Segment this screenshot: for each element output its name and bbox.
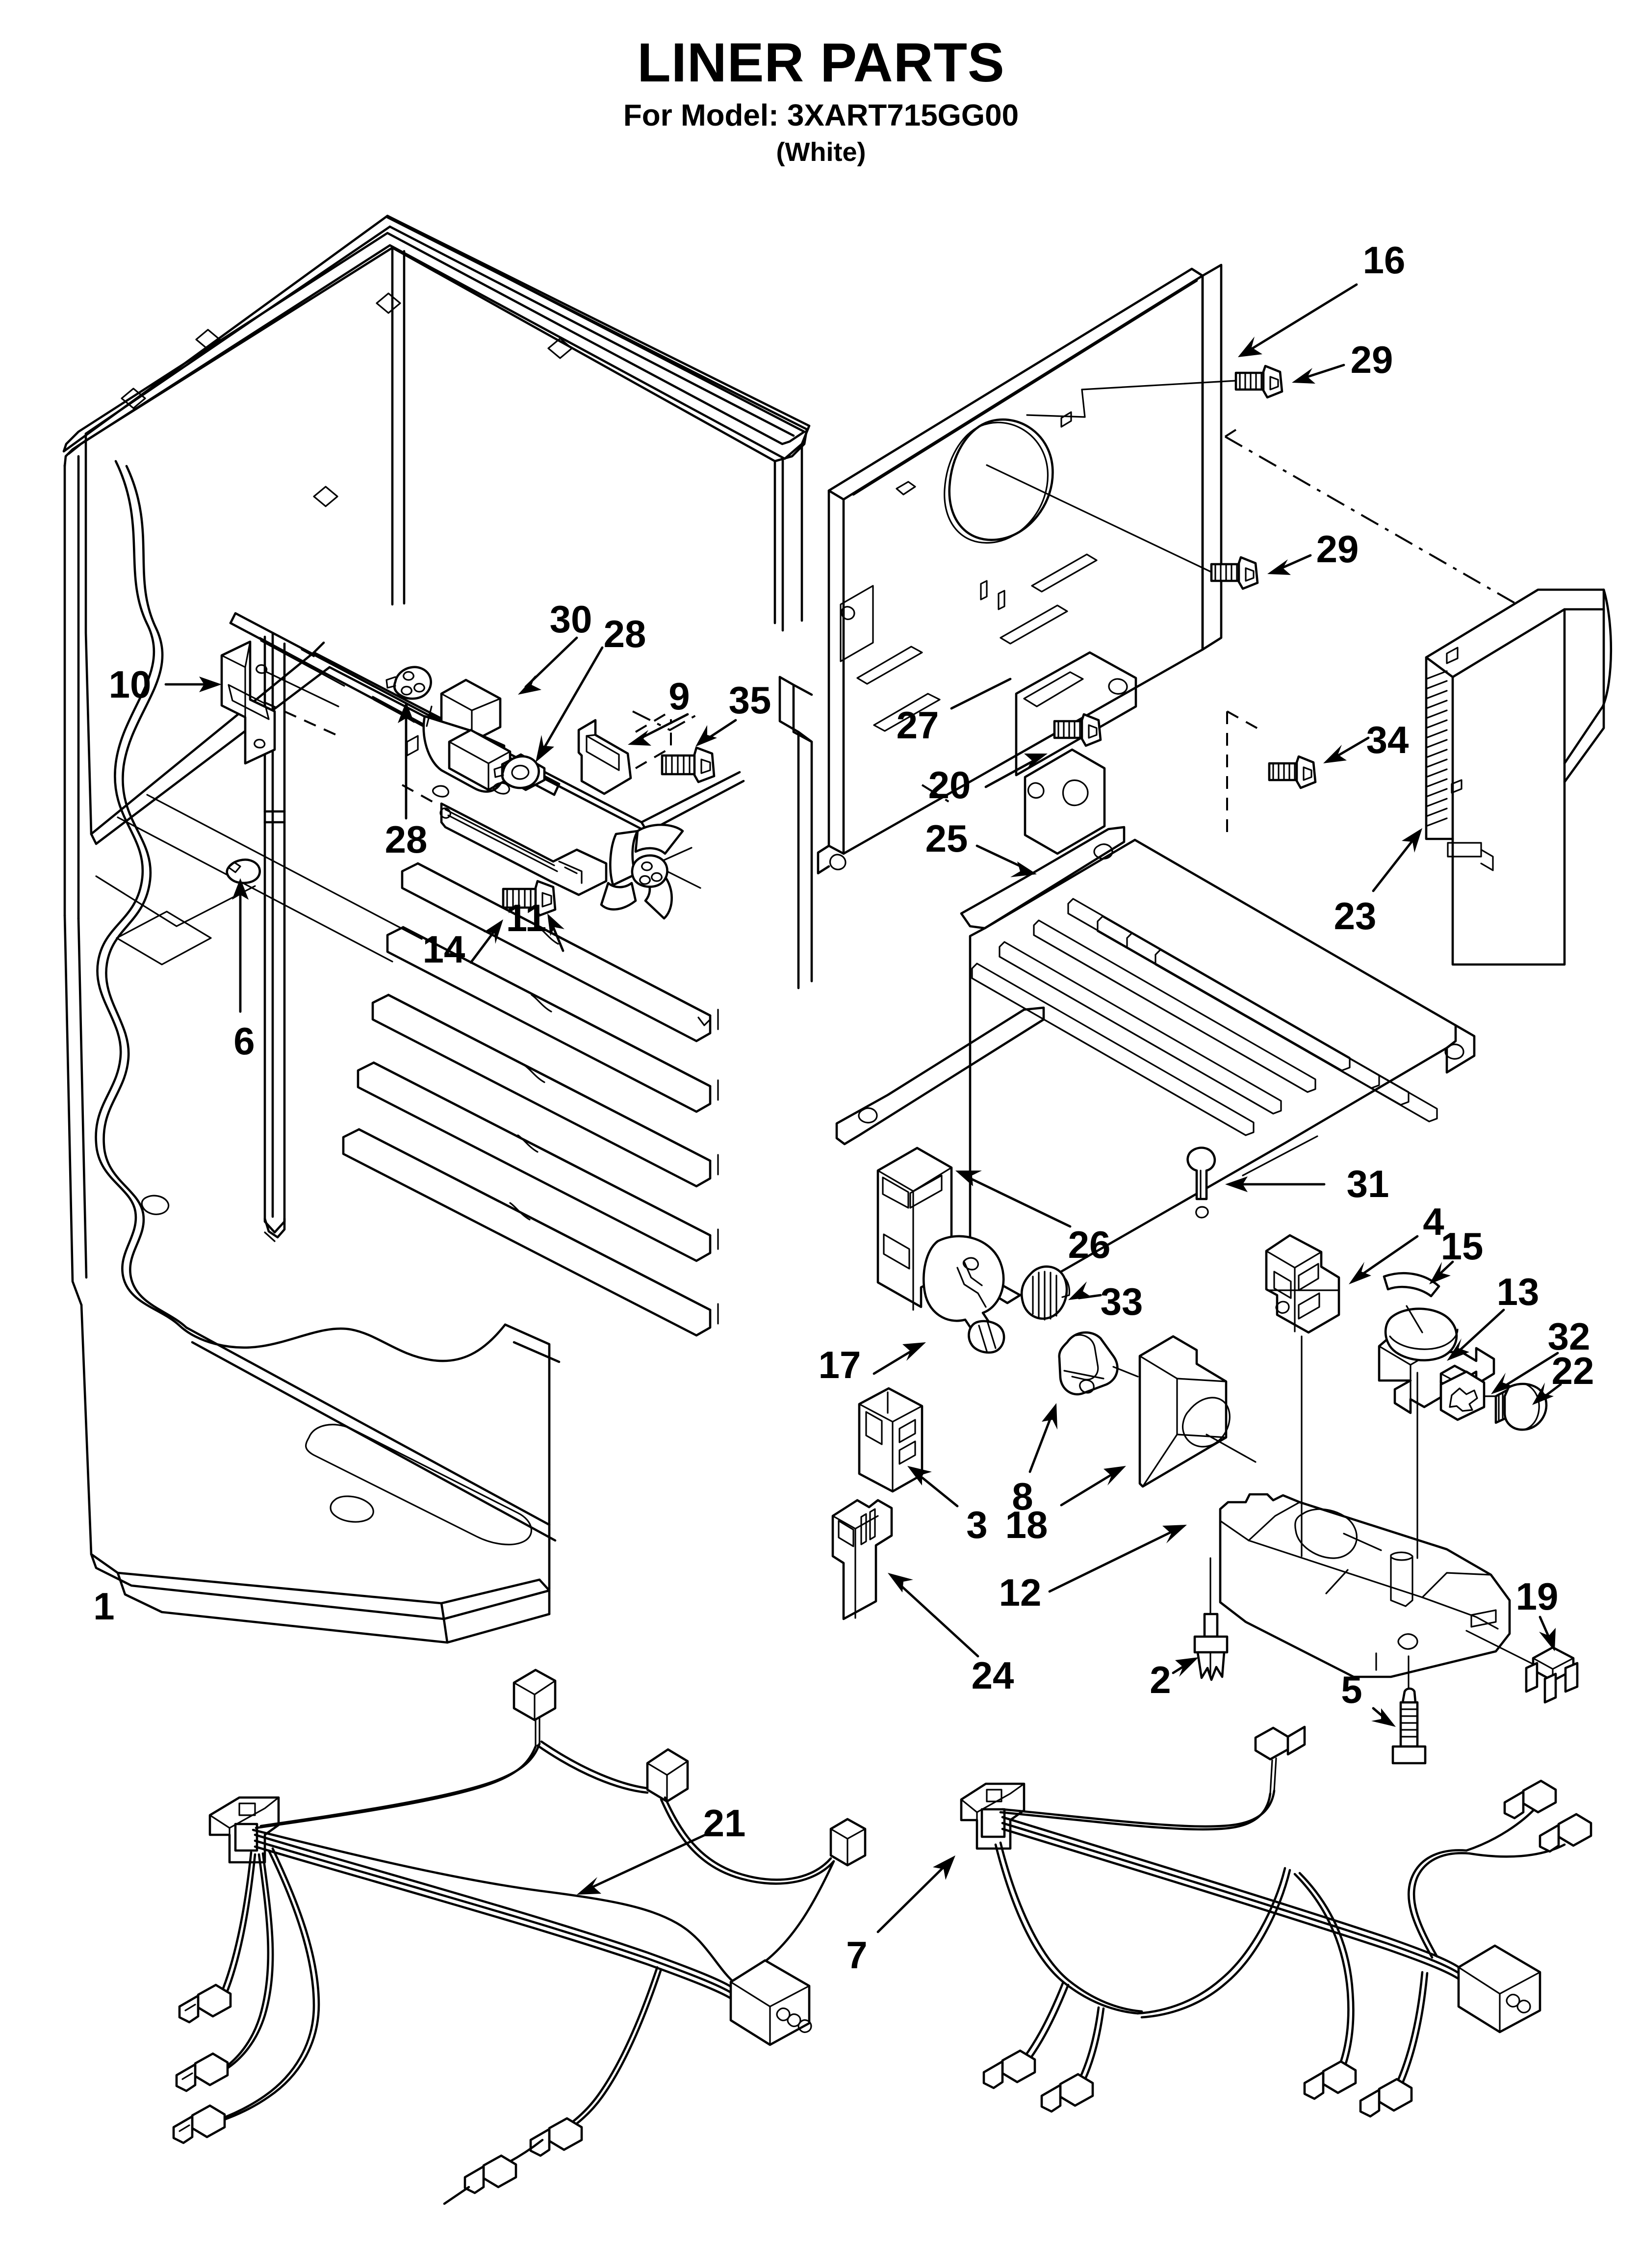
part-5-drain-pan-screw <box>1371 1655 1427 1765</box>
callout-22[interactable]: 22 <box>1551 1349 1594 1392</box>
callout-24[interactable]: 24 <box>971 1654 1014 1697</box>
callout-31[interactable]: 31 <box>1346 1162 1389 1205</box>
part-13-thermostat <box>1378 1305 1505 1559</box>
part-11-motor-screw <box>469 880 564 964</box>
callout-28[interactable]: 28 <box>603 612 646 655</box>
callout-19[interactable]: 19 <box>1515 1575 1559 1618</box>
callout-35[interactable]: 35 <box>728 678 771 722</box>
spade-terminal <box>1254 1725 1306 1761</box>
callout-30[interactable]: 30 <box>549 598 592 641</box>
callout-20[interactable]: 20 <box>928 763 971 807</box>
part-29-panel-screw-lower <box>986 464 1312 590</box>
callout-2[interactable]: 2 <box>1150 1658 1171 1701</box>
title-block: LINER PARTS For Model: 3XART715GG00 (Whi… <box>0 34 1642 169</box>
spade-terminal <box>1503 1779 1557 1820</box>
callout-16[interactable]: 16 <box>1362 238 1406 282</box>
callout-32[interactable]: 32 <box>1547 1315 1591 1358</box>
callout-8[interactable]: 8 <box>1012 1475 1033 1518</box>
part-3-light-switch-housing <box>858 1387 959 1508</box>
part-21-wire-harness-left <box>172 1668 867 2205</box>
callout-4[interactable]: 4 <box>1423 1200 1444 1243</box>
part-22-control-knob <box>1494 1382 1562 1431</box>
callout-33[interactable]: 33 <box>1100 1280 1143 1323</box>
spade-terminal <box>1303 2060 1357 2100</box>
callout-3[interactable]: 3 <box>966 1503 988 1546</box>
callout-7[interactable]: 7 <box>846 1933 868 1977</box>
part-18-lamp-housing <box>1060 1335 1257 1507</box>
callout-28-lower[interactable]: 28 <box>385 818 428 861</box>
callout-29-lower[interactable]: 29 <box>1316 527 1359 571</box>
spade-terminal <box>1359 2078 1413 2118</box>
part-27-20-bracket-screw <box>950 678 1102 788</box>
part-7-wire-harness-right <box>876 1725 1592 2118</box>
callout-29[interactable]: 29 <box>1350 338 1393 381</box>
spade-terminal <box>175 2052 229 2092</box>
part-12-drain-pan <box>1048 1493 1511 1678</box>
spade-terminal <box>1539 1813 1592 1853</box>
spade-terminal <box>982 2049 1036 2089</box>
part-6-shelf-stop-plug <box>226 859 261 1013</box>
callout-18[interactable]: 18 <box>1005 1503 1048 1546</box>
callout-15[interactable]: 15 <box>1440 1225 1484 1268</box>
callout-9[interactable]: 9 <box>668 675 690 718</box>
spade-terminal <box>172 2104 226 2144</box>
callout-11[interactable]: 11 <box>506 896 547 939</box>
spade-terminal <box>529 2117 583 2157</box>
part-2-drain-pan-pin <box>1172 1557 1229 1681</box>
callout-1[interactable]: 1 <box>93 1585 115 1628</box>
callout-21[interactable]: 21 <box>703 1801 746 1845</box>
model-line: For Model: 3XART715GG00 <box>623 99 1019 133</box>
spade-terminal <box>463 2154 517 2194</box>
spade-terminal <box>1040 2073 1094 2113</box>
part-35-mullion-screw <box>632 710 737 783</box>
cabinet-liner-assembly <box>62 214 813 1644</box>
part-17-light-bulb <box>872 1235 1005 1375</box>
part-15-capillary-clip <box>1383 1260 1454 1298</box>
part-24-terminal-block <box>831 1499 979 1658</box>
part-23-air-duct-cover <box>1372 588 1613 966</box>
callout-12[interactable]: 12 <box>999 1571 1042 1614</box>
part-33-lamp-socket <box>1020 1265 1102 1321</box>
part-19-wire-clip <box>1465 1616 1579 1704</box>
part-28-motor-grommet-upper <box>385 666 432 820</box>
callout-26[interactable]: 26 <box>1068 1223 1111 1266</box>
part-14-fan-blade <box>600 823 701 920</box>
shelf-rails <box>342 862 719 1337</box>
callout-10[interactable]: 10 <box>108 663 152 706</box>
callout-5[interactable]: 5 <box>1341 1668 1362 1711</box>
callout-25[interactable]: 25 <box>925 817 968 860</box>
callout-27[interactable]: 27 <box>896 704 939 747</box>
part-4-defrost-timer <box>1265 1234 1419 1557</box>
part-25-kickplate-grille <box>835 826 1476 1304</box>
part-29-panel-screw-upper <box>1026 364 1345 418</box>
page-title: LINER PARTS <box>637 32 1005 93</box>
callout-34[interactable]: 34 <box>1366 718 1409 761</box>
callout-23[interactable]: 23 <box>1334 894 1377 938</box>
callout-13[interactable]: 13 <box>1496 1270 1539 1313</box>
callout-17[interactable]: 17 <box>818 1343 861 1386</box>
part-34-duct-screw <box>1226 710 1370 837</box>
spade-terminal <box>178 1983 232 2024</box>
part-31-push-in-rivet <box>1186 1135 1326 1219</box>
part-10-hinge-bracket <box>164 640 339 765</box>
callout-14[interactable]: 14 <box>422 928 465 971</box>
part-9-fan-motor-bracket <box>402 709 689 896</box>
callout-6[interactable]: 6 <box>233 1019 255 1063</box>
part-16-rear-liner-panel <box>817 263 1516 875</box>
color-line: (White) <box>776 137 866 167</box>
part-28-motor-grommet-lower <box>493 646 604 789</box>
part-8-lamp-grommet <box>1028 1331 1119 1473</box>
